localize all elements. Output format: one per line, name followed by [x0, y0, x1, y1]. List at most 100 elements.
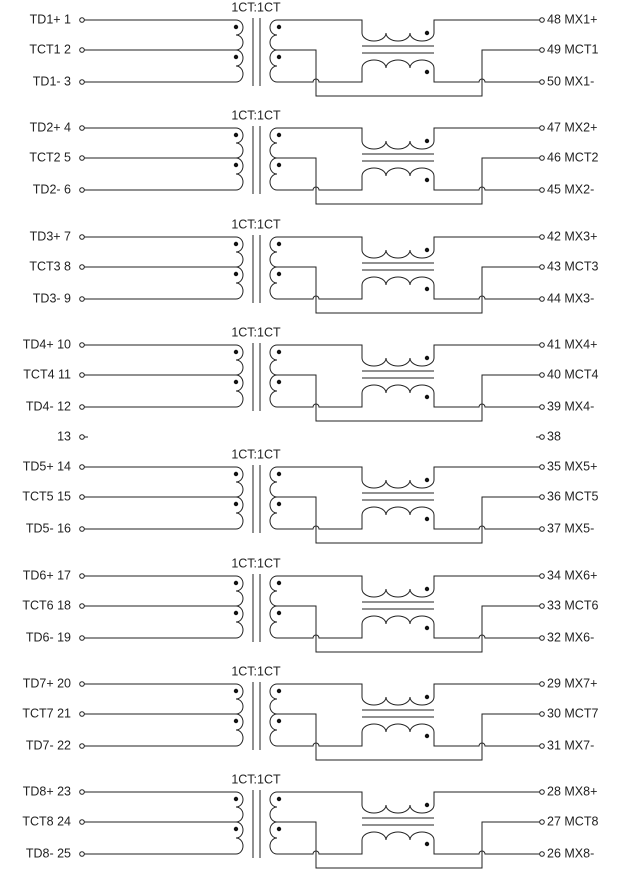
polarity-dot-icon	[276, 580, 282, 586]
pin-terminal-icon	[79, 234, 85, 240]
left-pin-label: TD1- 3	[33, 74, 71, 88]
choke-winding-bottom	[277, 506, 540, 530]
left-pin-label: TD8+ 23	[23, 784, 71, 798]
primary-coil	[235, 575, 244, 639]
polarity-dot-icon	[276, 826, 282, 832]
pin-terminal-icon	[539, 494, 545, 500]
choke-winding-bottom	[277, 167, 540, 191]
polarity-dot-icon	[233, 24, 239, 30]
polarity-dot-icon	[276, 501, 282, 507]
polarity-dot-icon	[424, 841, 430, 847]
left-pin-label: TCT6 18	[22, 598, 71, 612]
pin-terminal-icon	[539, 464, 545, 470]
right-pin-label: 36 MCT5	[547, 489, 598, 503]
polarity-dot-icon	[233, 162, 239, 168]
polarity-dot-icon	[276, 24, 282, 30]
left-pin-label: TCT7 21	[22, 706, 71, 720]
left-pin-label: TD8- 25	[26, 846, 71, 860]
pin-terminal-icon	[79, 573, 85, 579]
polarity-dot-icon	[233, 349, 239, 355]
secondary-coil	[269, 791, 278, 855]
right-pin-label: 33 MCT6	[547, 598, 598, 612]
pin-terminal-icon	[79, 187, 85, 193]
right-pin-label: 27 MCT8	[547, 814, 598, 828]
secondary-coil	[269, 19, 278, 83]
secondary-coil	[269, 466, 278, 530]
ratio-label: 1CT:1CT	[231, 447, 281, 461]
right-pin-label: 41 MX4+	[547, 337, 597, 351]
polarity-dot-icon	[424, 177, 430, 183]
ratio-label: 1CT:1CT	[231, 325, 281, 339]
pin-terminal-icon	[79, 743, 85, 749]
right-pin-label: 42 MX3+	[547, 229, 597, 243]
pin-terminal-icon	[539, 711, 545, 717]
left-pin-label: TD4+ 10	[23, 337, 71, 351]
right-pin-label: 35 MX5+	[547, 459, 597, 473]
right-pin-label: 29 MX7+	[547, 676, 597, 690]
pin-terminal-icon	[539, 743, 545, 749]
pin-terminal-icon	[79, 17, 85, 23]
polarity-dot-icon	[233, 580, 239, 586]
primary-coil	[235, 127, 244, 191]
left-pin-label: TD3+ 7	[30, 229, 71, 243]
pin-terminal-icon	[79, 125, 85, 131]
choke-winding-top	[277, 19, 540, 42]
secondary-coil	[269, 127, 278, 191]
polarity-dot-icon	[276, 718, 282, 724]
left-pin-label: TD6+ 17	[23, 568, 71, 582]
secondary-coil	[269, 236, 278, 300]
right-pin-label: 44 MX3-	[547, 291, 594, 305]
pin-terminal-icon	[539, 404, 545, 410]
ratio-label: 1CT:1CT	[231, 664, 281, 678]
pin-terminal-icon	[79, 296, 85, 302]
pin-terminal-icon	[539, 47, 545, 53]
polarity-dot-icon	[233, 379, 239, 385]
choke-winding-top	[277, 791, 540, 814]
polarity-dot-icon	[424, 247, 430, 253]
polarity-dot-icon	[276, 132, 282, 138]
left-pin-label: TCT2 5	[29, 150, 71, 164]
left-pin-label: TD2+ 4	[30, 120, 71, 134]
primary-coil	[235, 466, 244, 530]
polarity-dot-icon	[276, 54, 282, 60]
primary-coil	[235, 344, 244, 408]
polarity-dot-icon	[424, 477, 430, 483]
polarity-dot-icon	[276, 162, 282, 168]
pin-terminal-icon	[79, 603, 85, 609]
center-tap-wire	[277, 266, 540, 314]
polarity-dot-icon	[233, 471, 239, 477]
pin-terminal-icon	[79, 526, 85, 532]
pin-terminal-icon	[79, 789, 85, 795]
choke-winding-top	[277, 236, 540, 259]
left-pin-label: TCT1 2	[29, 42, 71, 56]
left-pin-label: TD5- 16	[26, 521, 71, 535]
center-tap-wire	[277, 713, 540, 761]
polarity-dot-icon	[424, 286, 430, 292]
polarity-dot-icon	[233, 132, 239, 138]
polarity-dot-icon	[233, 501, 239, 507]
pin-terminal-icon	[539, 681, 545, 687]
pin-terminal-icon	[539, 526, 545, 532]
right-pin-label: 50 MX1-	[547, 74, 594, 88]
right-pin-label: 48 MX1+	[547, 12, 597, 26]
secondary-coil	[269, 683, 278, 747]
left-pin-label: TD6- 19	[26, 630, 71, 644]
polarity-dot-icon	[424, 586, 430, 592]
primary-coil	[235, 683, 244, 747]
polarity-dot-icon	[233, 54, 239, 60]
right-pin-label: 28 MX8+	[547, 784, 597, 798]
left-pin-label: TCT5 15	[22, 489, 71, 503]
choke-winding-bottom	[277, 384, 540, 408]
right-pin-label: 49 MCT1	[547, 42, 598, 56]
ratio-label: 1CT:1CT	[231, 0, 281, 14]
pin-terminal-icon	[79, 155, 85, 161]
nc-right-label: 38	[547, 429, 561, 443]
right-pin-label: 46 MCT2	[547, 150, 598, 164]
left-pin-label: TCT3 8	[29, 259, 71, 273]
polarity-dot-icon	[233, 796, 239, 802]
polarity-dot-icon	[276, 241, 282, 247]
